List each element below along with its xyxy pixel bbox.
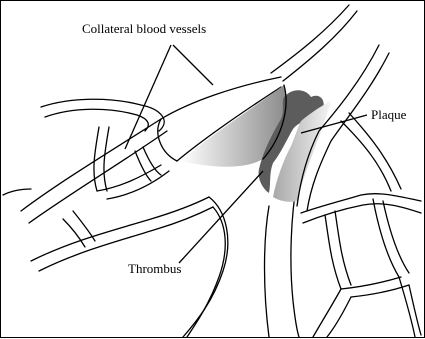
right-net-8 [383,201,409,273]
artery-lower-wall-a [265,206,270,337]
artery-end-left [158,119,177,161]
right-net-12 [409,285,421,335]
left-small-2 [73,211,95,241]
right-net-9 [313,289,341,337]
left-mesh-4 [107,171,169,199]
left-mesh-5 [135,151,151,181]
collateral-vessels [3,5,421,337]
right-upper-branch-b [349,113,401,189]
left-long-a [21,119,161,211]
right-net-1 [301,194,421,213]
collateral-top-a [271,5,349,73]
left-loop-2 [45,109,148,131]
left-top-corner-a [3,189,31,195]
mid-low-b [187,207,225,337]
plaque-label: Plaque [371,107,407,122]
collateral-vessels-label: Collateral blood vessels [82,21,206,36]
right-net-3 [325,215,341,289]
left-low-a [31,197,209,261]
thrombus-label: Thrombus [128,261,181,276]
collateral-top-b [283,11,357,81]
right-net-4 [335,211,351,285]
collateral-leader-right [173,45,213,85]
left-low-b [39,207,213,271]
left-loop-1 [41,99,164,131]
left-mesh-2 [104,127,109,191]
right-net-10 [327,297,351,337]
left-long-b [29,131,167,223]
right-net-7 [373,199,399,277]
plaque-region [181,85,331,202]
